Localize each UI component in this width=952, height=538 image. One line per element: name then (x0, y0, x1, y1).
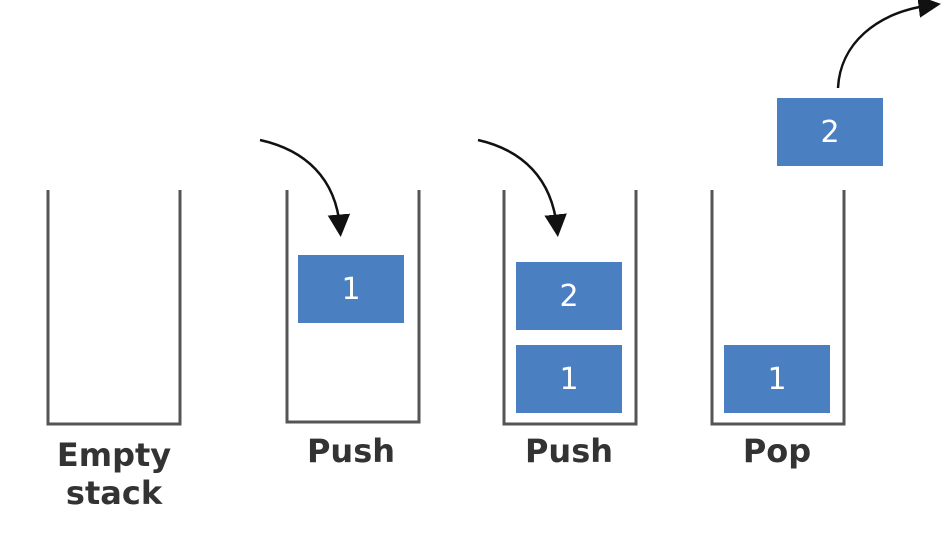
block-label: 2 (820, 115, 839, 150)
stack-block: 1 (298, 255, 404, 323)
pop-arrow (836, 0, 941, 89)
stack-container (502, 190, 638, 426)
stage-caption-line2: stack (66, 474, 163, 512)
block-label: 1 (767, 362, 786, 397)
push-arrow (477, 138, 567, 237)
push-arrow (259, 138, 351, 237)
stage-caption: Empty (57, 436, 171, 474)
stage-pop: 1 2 Pop (710, 0, 941, 470)
block-label: 2 (559, 279, 578, 314)
stack-container (710, 190, 846, 426)
stack-container (46, 190, 182, 426)
stage-caption: Push (525, 432, 613, 470)
stage-push-2: 2 1 Push (477, 138, 638, 470)
block-label: 1 (559, 362, 578, 397)
stage-caption: Push (307, 432, 395, 470)
stage-empty-stack: Empty stack (46, 190, 182, 512)
stage-push-1: 1 Push (259, 138, 421, 470)
popped-block: 2 (777, 98, 883, 166)
block-label: 1 (341, 272, 360, 307)
stack-block: 1 (516, 345, 622, 413)
stage-caption: Pop (743, 432, 811, 470)
stack-container (285, 190, 421, 424)
stack-block: 1 (724, 345, 830, 413)
stack-block: 2 (516, 262, 622, 330)
